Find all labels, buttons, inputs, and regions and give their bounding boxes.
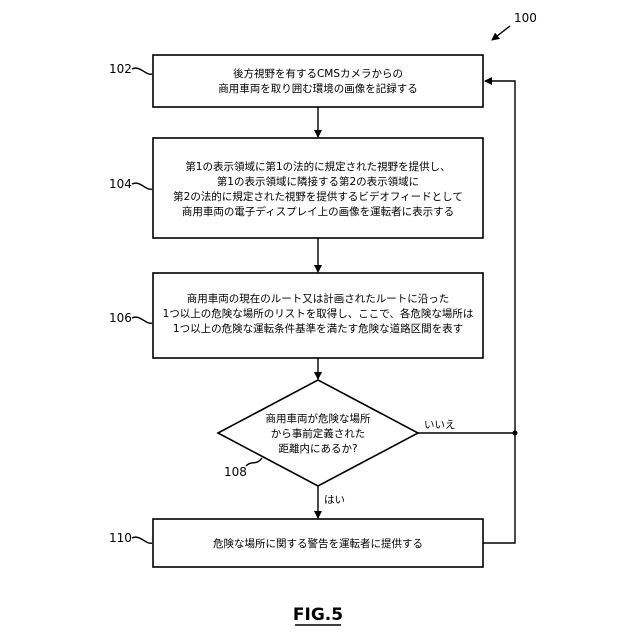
step-102-line-2: 商用車両を取り囲む環境の画像を記録する	[218, 82, 418, 95]
loop-110-to-junction	[483, 433, 515, 543]
step-104-leader	[132, 183, 152, 189]
step-104-line-2: 第1の表示領域に隣接する第2の表示領域に	[217, 175, 419, 188]
no-branch-line	[418, 81, 515, 433]
decision-line-3: 距離内にあるか?	[278, 442, 357, 455]
step-106-line-2: 1つ以上の危険な場所のリストを取得し、ここで、各危険な場所は	[163, 307, 474, 320]
step-106-line-1: 商用車両の現在のルート又は計画されたルートに沿った	[187, 292, 450, 305]
step-104-line-3: 第2の法的に規定された視野を提供するビデオフィードとして	[173, 190, 463, 203]
step-106-line-3: 1つ以上の危険な運転条件基準を満たす危険な道路区間を表す	[173, 322, 463, 335]
step-102-box	[153, 55, 483, 107]
step-110-line-1: 危険な場所に関する警告を運転者に提供する	[213, 537, 423, 550]
figure-ref-label: 100	[514, 11, 537, 25]
no-branch-label: いいえ	[424, 419, 456, 431]
step-104-line-4: 商用車両の電子ディスプレイ上の画像を運転者に表示する	[182, 205, 454, 218]
decision-line-2: から事前定義された	[271, 427, 366, 440]
step-104-line-1: 第1の表示領域に第1の法的に規定された視野を提供し、	[185, 160, 450, 173]
decision-108-ref: 108	[224, 465, 247, 479]
figure-label: FIG.5	[293, 605, 343, 625]
yes-branch-label: はい	[324, 494, 345, 506]
decision-108-leader	[246, 458, 262, 466]
step-104-ref: 104	[109, 177, 132, 191]
step-110-ref: 110	[109, 531, 132, 545]
step-106-ref: 106	[109, 311, 132, 325]
step-104-box	[153, 138, 483, 238]
step-110-leader	[132, 537, 152, 543]
step-102-line-1: 後方視野を有するCMSカメラからの	[233, 67, 403, 80]
step-106-leader	[132, 317, 152, 323]
figure-ref-arrow	[492, 26, 510, 40]
decision-line-1: 商用車両が危険な場所	[266, 412, 371, 425]
step-102-ref: 102	[109, 62, 132, 76]
step-102-leader	[132, 68, 152, 74]
